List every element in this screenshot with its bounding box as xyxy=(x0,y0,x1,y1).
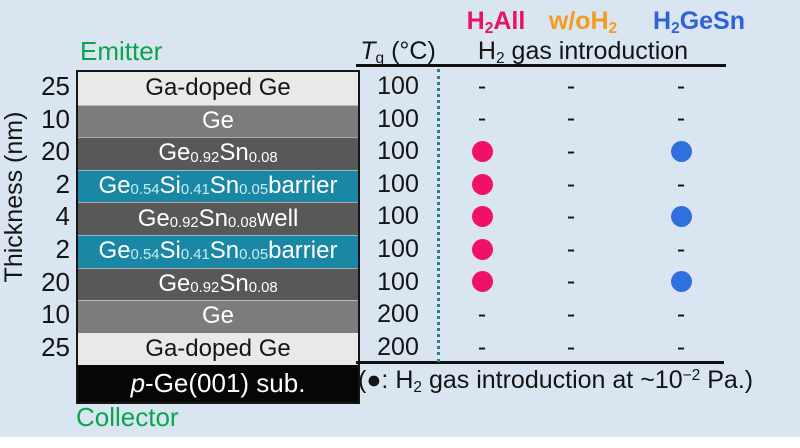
mark-woh2: - xyxy=(566,71,576,100)
mark-woh2: - xyxy=(566,136,576,165)
mark-h2all: - xyxy=(477,332,487,361)
tg-value: 100 xyxy=(377,169,419,198)
legend-h2all: H2All xyxy=(466,7,526,38)
tg-value: 100 xyxy=(377,267,419,296)
mark-woh2: - xyxy=(566,202,576,231)
mark-woh2: - xyxy=(566,234,576,263)
mark-woh2: - xyxy=(566,169,576,198)
tg-value: 100 xyxy=(377,202,419,231)
mark-h2all: - xyxy=(477,104,487,133)
collector-label: Collector xyxy=(76,402,179,432)
mark-h2gesn xyxy=(656,135,706,168)
mark-h2gesn xyxy=(656,200,706,233)
tick-thickness: 4 xyxy=(55,201,70,232)
mark-h2all xyxy=(457,200,507,233)
tick-thickness: 20 xyxy=(41,266,70,297)
mark-h2all xyxy=(457,135,507,168)
tick-thickness: 20 xyxy=(41,136,70,167)
tick-thickness: 25 xyxy=(41,71,70,101)
layer-ge-lower: Ge xyxy=(78,300,358,333)
mark-h2gesn xyxy=(656,266,706,299)
mark-h2gesn: - xyxy=(676,299,686,328)
mark-h2gesn: - xyxy=(676,169,686,198)
tick-thickness: 10 xyxy=(41,103,70,134)
tick-thickness: 2 xyxy=(55,168,70,199)
tg-value: 100 xyxy=(377,137,419,166)
tick-thickness: 2 xyxy=(55,234,70,264)
tg-value: 100 xyxy=(377,72,419,100)
mark-h2gesn: - xyxy=(676,71,686,100)
table-dotted-separator xyxy=(437,69,440,362)
growth-temperature-header: Tg (°C) xyxy=(360,37,436,68)
layer-ge-upper: Ge xyxy=(78,104,358,138)
tg-value: 100 xyxy=(377,235,419,263)
tg-value: 200 xyxy=(377,332,419,361)
mark-woh2: - xyxy=(566,267,576,296)
mark-h2all: - xyxy=(477,299,487,328)
tg-value: 100 xyxy=(377,104,419,133)
h2-pressure-note: (●: H2 gas introduction at ~10−2 Pa.) xyxy=(358,366,754,397)
table-bottom-rule xyxy=(356,361,724,364)
mark-h2gesn: - xyxy=(676,104,686,133)
mark-h2all: - xyxy=(477,71,487,100)
emitter-label: Emitter xyxy=(80,36,163,66)
layer-ga-doped-ge-top: Ga-doped Ge xyxy=(78,72,358,105)
mark-h2gesn: - xyxy=(676,234,686,263)
mark-woh2: - xyxy=(566,299,576,328)
mark-h2all xyxy=(457,233,507,266)
h2-gas-introduction-header: H2 gas introduction xyxy=(477,37,689,68)
mark-h2gesn: - xyxy=(676,332,686,361)
tg-value: 200 xyxy=(377,300,419,329)
tick-thickness: 25 xyxy=(41,331,70,362)
mark-woh2: - xyxy=(566,332,576,361)
layer-substrate: p-Ge(001) sub. xyxy=(78,365,358,402)
mark-woh2: - xyxy=(566,104,576,133)
layer-ga-doped-ge-bottom: Ga-doped Ge xyxy=(78,332,358,366)
tick-thickness: 10 xyxy=(41,299,70,330)
legend-h2gesn: H2GeSn xyxy=(653,7,745,38)
mark-h2all xyxy=(457,266,507,299)
table-top-rule xyxy=(356,64,726,67)
mark-h2all xyxy=(457,168,507,201)
legend-woh2: w/oH2 xyxy=(548,7,618,38)
